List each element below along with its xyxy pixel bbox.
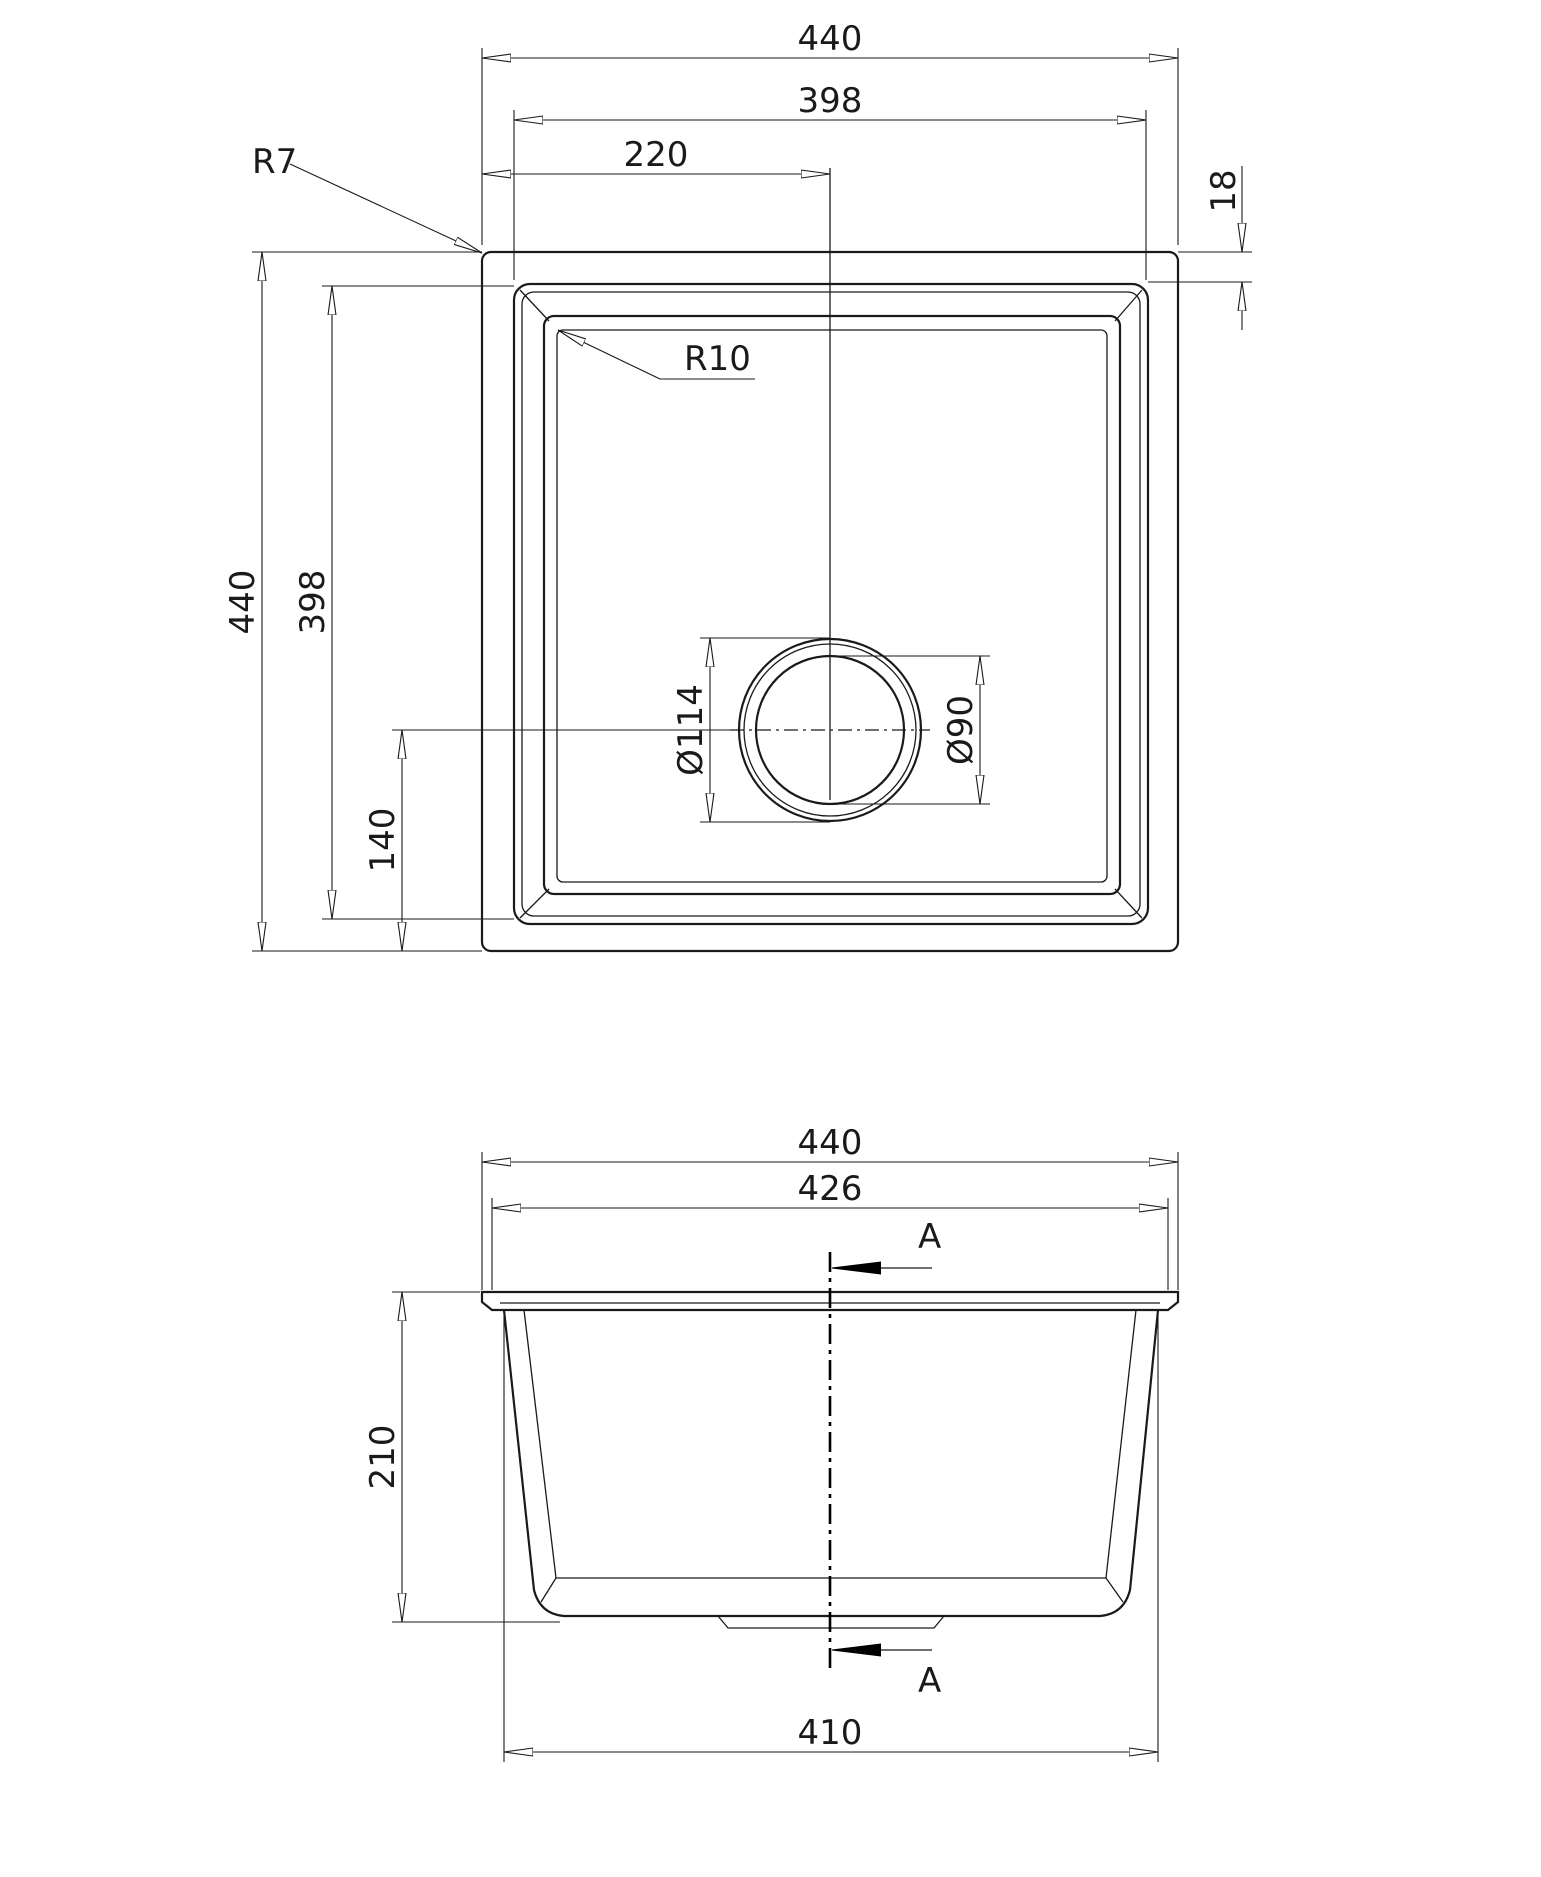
side-flange [480, 1290, 1180, 1312]
top-bowl-rim-inner [521, 291, 1141, 917]
dim-side-flange-width: 426 [798, 1169, 863, 1209]
dim-inner-radius: R10 [684, 339, 751, 379]
drain [730, 168, 930, 823]
dim-top-overall-depth: 440 [223, 570, 263, 635]
section-label-bottom: A [918, 1661, 941, 1701]
dim-rim: 18 [1204, 169, 1244, 212]
top-bowl-outer-edge [512, 282, 1150, 926]
drain-diameter-dimensions: Ø114 Ø90 [671, 637, 990, 823]
dim-side-overall-width: 440 [798, 1123, 863, 1163]
side-height-dimension: 210 [363, 1291, 560, 1623]
dim-top-overall-width: 440 [798, 19, 863, 59]
top-vertical-dimensions: 440 398 140 [223, 251, 740, 952]
dim-top-bowl-depth: 398 [293, 570, 333, 635]
top-bowl-floor-inner [556, 329, 1108, 883]
radius-callouts: R7 R10 [252, 142, 755, 380]
top-bowl-corner-bevels [519, 289, 1143, 919]
dim-drain-offset-x: 220 [624, 135, 689, 175]
top-view: 440 398 220 18 R7 R10 [223, 19, 1252, 953]
dim-side-bottom-width: 410 [798, 1713, 863, 1753]
dim-outer-radius: R7 [252, 142, 297, 182]
dim-drain-offset-y: 140 [363, 808, 403, 873]
section-label-top: A [918, 1217, 941, 1257]
dim-drain-inner-diameter: Ø90 [941, 695, 981, 765]
section-line-a: A A [828, 1217, 941, 1701]
side-horizontal-dimensions: 440 426 410 [481, 1123, 1179, 1762]
dim-side-height: 210 [363, 1425, 403, 1490]
rim-dimension: 18 [1148, 166, 1252, 330]
dim-drain-outer-diameter: Ø114 [671, 684, 711, 776]
dim-top-bowl-width: 398 [798, 81, 863, 121]
top-bowl-floor-outer [542, 314, 1122, 896]
side-bowl-outer [502, 1309, 1160, 1618]
side-view: A A 440 426 410 210 [363, 1123, 1180, 1762]
top-horizontal-dimensions: 440 398 220 [481, 19, 1179, 280]
